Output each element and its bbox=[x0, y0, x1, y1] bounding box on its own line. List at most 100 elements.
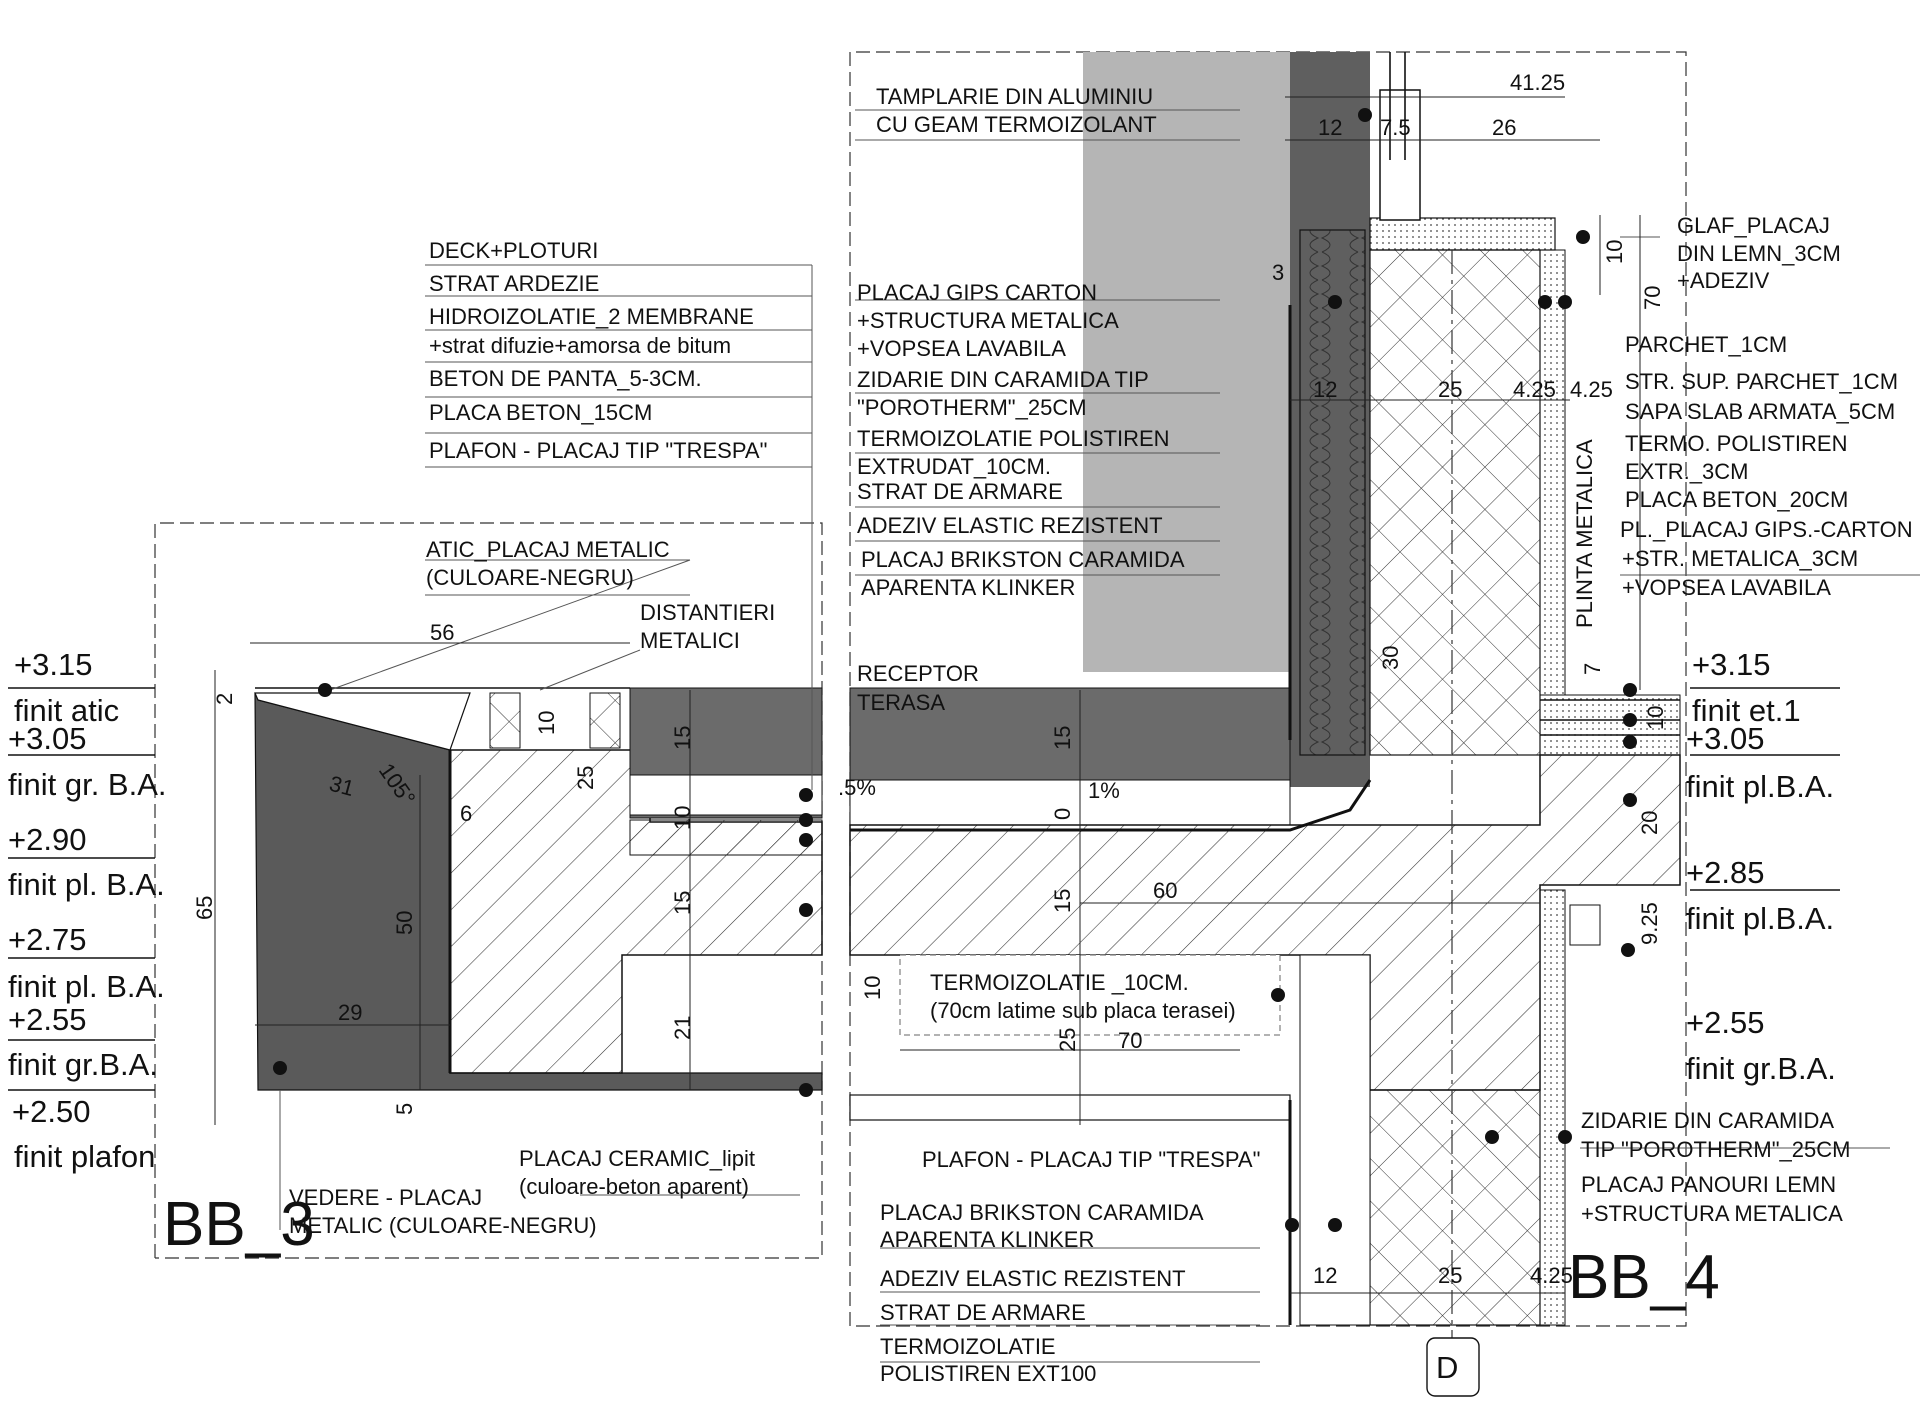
dim-value: 25 bbox=[573, 766, 598, 790]
insulation-labels: TERMOIZOLATIE _10CM. (70cm latime sub pl… bbox=[930, 970, 1236, 1023]
dim-value: 0 bbox=[1050, 808, 1075, 820]
label-adeziv-glaf: +ADEZIV bbox=[1677, 268, 1770, 293]
window-labels: TAMPLARIE DIN ALUMINIU CU GEAM TERMOIZOL… bbox=[876, 84, 1157, 137]
label-beton-panta: BETON DE PANTA_5-3CM. bbox=[429, 366, 702, 391]
attic-section bbox=[254, 687, 823, 1091]
label-termoizolatie-b: TERMOIZOLATIE bbox=[880, 1334, 1056, 1359]
level-value: +3.15 bbox=[14, 647, 92, 682]
level-name: finit pl.B.A. bbox=[1686, 769, 1834, 804]
roof-layer-labels: DECK+PLOTURI STRAT ARDEZIE HIDROIZOLATIE… bbox=[429, 238, 767, 463]
level-value: +2.85 bbox=[1686, 855, 1764, 890]
zidarie-labels: ZIDARIE DIN CARAMIDA TIP "POROTHERM"_25C… bbox=[1581, 1108, 1850, 1226]
label-panouri: PLACAJ PANOURI LEMN bbox=[1581, 1172, 1836, 1197]
dim-value: 30 bbox=[1378, 646, 1403, 670]
dim-value: 25 bbox=[1438, 377, 1462, 402]
label-vopsea: +VOPSEA LAVABILA bbox=[857, 336, 1066, 361]
level-value: +3.15 bbox=[1692, 647, 1770, 682]
label-atic: ATIC_PLACAJ METALIC bbox=[426, 537, 670, 562]
label-receptor: RECEPTOR bbox=[857, 661, 979, 686]
label-termo-10: TERMOIZOLATIE _10CM. bbox=[930, 970, 1189, 995]
label-str-sup: STR. SUP. PARCHET_1CM bbox=[1625, 369, 1898, 394]
level-name: finit gr. B.A. bbox=[8, 767, 167, 802]
dim-value: 5 bbox=[392, 1103, 417, 1115]
dim-value: 60 bbox=[1153, 878, 1177, 903]
dim-value: 25 bbox=[1055, 1028, 1080, 1052]
dim-value: 7.5 bbox=[1380, 115, 1411, 140]
label-glaf: GLAF_PLACAJ bbox=[1677, 213, 1830, 238]
level-name: finit plafon bbox=[14, 1139, 155, 1174]
level-name: finit gr.B.A. bbox=[1686, 1051, 1836, 1086]
dim-value: 3 bbox=[1272, 260, 1284, 285]
dim-value: 56 bbox=[430, 620, 454, 645]
label-termo: TERMO. POLISTIREN bbox=[1625, 431, 1847, 456]
label-placa-beton: PLACA BETON_15CM bbox=[429, 400, 652, 425]
level-value: +3.05 bbox=[8, 721, 86, 756]
level-name: finit et.1 bbox=[1692, 693, 1801, 728]
axis-bubble bbox=[1426, 1337, 1480, 1397]
dim-value: 15 bbox=[1050, 726, 1075, 750]
dim-value: 70 bbox=[1118, 1028, 1142, 1053]
dimension-texts: 41.25 12 7.5 26 3 10 70 12 25 4.25 4.25 … bbox=[192, 70, 1668, 1288]
level-value: +3.05 bbox=[1686, 721, 1764, 756]
label-extr: EXTR._3CM bbox=[1625, 459, 1748, 484]
label-vopsea-floor: +VOPSEA LAVABILA bbox=[1622, 575, 1831, 600]
dim-value: 70 bbox=[1640, 286, 1665, 310]
label-zidarie: ZIDARIE DIN CARAMIDA TIP bbox=[857, 367, 1149, 392]
dim-value: 6 bbox=[460, 801, 472, 826]
label-parchet: PARCHET_1CM bbox=[1625, 332, 1787, 357]
floor-labels: PARCHET_1CM STR. SUP. PARCHET_1CM SAPA S… bbox=[1620, 332, 1913, 600]
bottom-labels: PLACAJ BRIKSTON CARAMIDA APARENTA KLINKE… bbox=[880, 1200, 1204, 1386]
label-hidroizolatie: HIDROIZOLATIE_2 MEMBRANE bbox=[429, 304, 754, 329]
dim-value: 26 bbox=[1492, 115, 1516, 140]
label-gips-carton: PLACAJ GIPS CARTON bbox=[857, 280, 1097, 305]
dim-value: 4.25 bbox=[1513, 377, 1556, 402]
label-distantieri: DISTANTIERI bbox=[640, 600, 775, 625]
dim-value: 12 bbox=[1318, 115, 1342, 140]
dim-value: 25 bbox=[1438, 1263, 1462, 1288]
ceramic-labels: PLACAJ CERAMIC_lipit (culoare-beton apar… bbox=[519, 1146, 755, 1199]
label-ardezie: STRAT ARDEZIE bbox=[429, 271, 599, 296]
level-name: finit pl.B.A. bbox=[1686, 901, 1834, 936]
level-value: +2.75 bbox=[8, 922, 86, 957]
label-lemn: DIN LEMN_3CM bbox=[1677, 241, 1841, 266]
dim-value: 4.25 bbox=[1570, 377, 1613, 402]
label-porotherm-b: TIP "POROTHERM"_25CM bbox=[1581, 1137, 1850, 1162]
level-value: +2.55 bbox=[8, 1002, 86, 1037]
label-latime: (70cm latime sub placa terasei) bbox=[930, 998, 1236, 1023]
label-plafon: PLAFON - PLACAJ TIP "TRESPA" bbox=[922, 1147, 1260, 1172]
level-name: finit gr.B.A. bbox=[8, 1047, 158, 1082]
label-adeziv: ADEZIV ELASTIC REZISTENT bbox=[857, 513, 1163, 538]
leader-lines bbox=[279, 109, 1920, 1363]
section-tags: BB_3 BB_4 D bbox=[163, 1190, 1720, 1385]
slope-value: 1% bbox=[1088, 778, 1120, 803]
label-zidarie-b: ZIDARIE DIN CARAMIDA bbox=[1581, 1108, 1834, 1133]
reference-dots bbox=[273, 108, 1637, 1232]
vedere-labels: VEDERE - PLACAJ METALIC (CULOARE-NEGRU) bbox=[289, 1185, 597, 1238]
wall-labels: PLACAJ GIPS CARTON +STRUCTURA METALICA +… bbox=[857, 280, 1185, 600]
label-geam: CU GEAM TERMOIZOLANT bbox=[876, 112, 1157, 137]
dim-value: 10 bbox=[534, 711, 559, 735]
label-deck: DECK+PLOTURI bbox=[429, 238, 598, 263]
label-structura: +STRUCTURA METALICA bbox=[857, 308, 1119, 333]
dim-value: 65 bbox=[192, 896, 217, 920]
label-porotherm: "POROTHERM"_25CM bbox=[857, 395, 1087, 420]
frame-bb3 bbox=[154, 522, 823, 1259]
level-lines bbox=[8, 687, 1840, 1091]
label-termoizolatie: TERMOIZOLATIE POLISTIREN bbox=[857, 426, 1170, 451]
glaf-labels: GLAF_PLACAJ DIN LEMN_3CM +ADEZIV bbox=[1677, 213, 1841, 293]
label-polistiren-b: POLISTIREN EXT100 bbox=[880, 1361, 1096, 1386]
level-value: +2.55 bbox=[1686, 1005, 1764, 1040]
label-metalici: METALICI bbox=[640, 628, 740, 653]
slope-value: .5% bbox=[838, 775, 876, 800]
label-structura-b: +STRUCTURA METALICA bbox=[1581, 1201, 1843, 1226]
dim-value: 29 bbox=[338, 1000, 362, 1025]
dim-value: 15 bbox=[670, 891, 695, 915]
level-value: +2.90 bbox=[8, 822, 86, 857]
tag-bb3: BB_3 bbox=[163, 1190, 315, 1259]
label-plinta: PLINTA METALICA bbox=[1572, 439, 1597, 628]
label-plafon-trespa: PLAFON - PLACAJ TIP "TRESPA" bbox=[429, 438, 767, 463]
attic-labels: ATIC_PLACAJ METALIC (CULOARE-NEGRU) DIST… bbox=[426, 537, 775, 653]
level-name: finit atic bbox=[14, 693, 119, 728]
label-strat-difuzie: +strat difuzie+amorsa de bitum bbox=[429, 333, 731, 358]
dim-value: 12 bbox=[1313, 1263, 1337, 1288]
